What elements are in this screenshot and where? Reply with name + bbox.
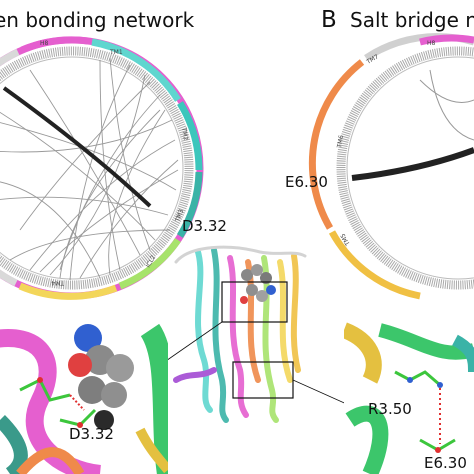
strong-chord: [2, 86, 152, 208]
helix-tm2: [211, 247, 229, 423]
segment-arc-tm2: [176, 101, 203, 171]
panel-b-letter: B: [321, 7, 337, 33]
panel-b-residue-label: E6.30: [285, 173, 328, 191]
segment-arc-tm3: [176, 171, 203, 238]
residue-ring-b: [336, 46, 474, 290]
helix-tm3: [227, 255, 249, 418]
segment-label-tm1: TM1: [109, 49, 123, 56]
inner-ring-b: [346, 56, 474, 280]
segment-arc-tm5: [328, 230, 421, 300]
helix-tm1: [195, 249, 213, 413]
receptor-structure: [149, 245, 361, 423]
segment-label-h8: H8: [40, 40, 49, 47]
chords-b: [419, 69, 474, 141]
segment-arc-tm1: [91, 38, 181, 102]
segment-arc-h8-b: [419, 34, 474, 46]
segment-label-tm3: TM3: [174, 208, 185, 223]
panel-a-title: en bonding network: [0, 8, 195, 32]
segment-label-tm6: TM6: [336, 134, 345, 149]
panel-b-title: Salt bridge n: [350, 8, 474, 32]
segment-arc-h8-top: [20, 36, 89, 54]
segment-arc-left: [0, 48, 20, 287]
zoom-box-a: [221, 281, 288, 323]
panel-a-chord-diagram: H8 TM1 TM2 TM3 ICL2 TM4: [0, 36, 204, 300]
inner-ring: [0, 56, 184, 280]
segment-label-tm2: TM2: [180, 126, 189, 141]
helix-tm7: [290, 253, 301, 373]
residue-ring: [0, 46, 194, 290]
chords: [0, 57, 179, 281]
zoom-b-residue-label-2: E6.30: [424, 454, 467, 472]
panel-b-chord-diagram: H8 TM7 TM6 TM5: [308, 33, 474, 300]
panel-a-residue-label: D3.32: [182, 217, 227, 235]
helix-tm6: [277, 259, 293, 383]
segment-label-h8-b: H8: [427, 40, 436, 47]
segment-arc-icl2: [118, 237, 181, 290]
ligand: [240, 264, 276, 304]
segment-arc-tm4: [18, 282, 118, 300]
helix-h8: [173, 367, 217, 383]
segment-label-tm4: TM4: [51, 279, 65, 286]
zoom-a-residue-label: D3.32: [69, 425, 114, 443]
zoom-panel-b: R3.50 E6.30: [344, 322, 474, 474]
loop-top: [174, 245, 307, 264]
strong-chord-b: [351, 147, 474, 181]
zoom-panel-a: D3.32: [0, 318, 168, 474]
segment-arc-tm6: [308, 59, 365, 230]
zoom-b-residue-label-1: R3.50: [368, 400, 412, 418]
